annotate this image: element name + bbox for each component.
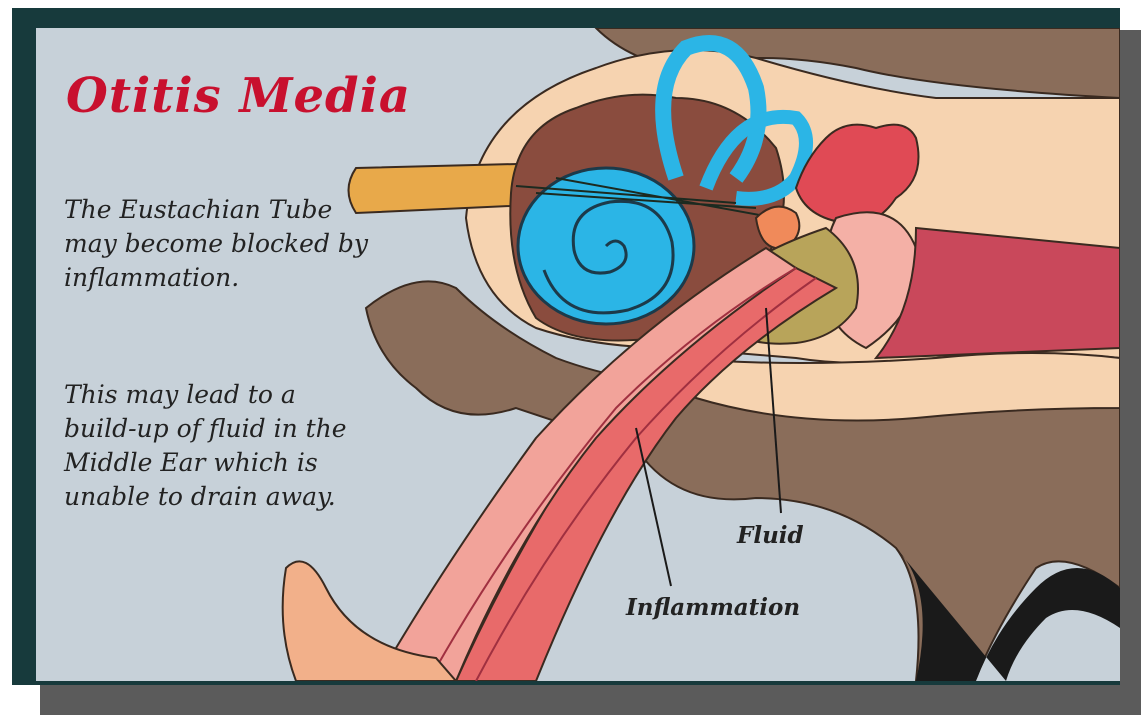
illustration-panel: Otitis Media The Eustachian Tube may bec…: [36, 28, 1120, 681]
page-title: Otitis Media: [66, 68, 411, 124]
description-paragraph-1: The Eustachian Tube may become blocked b…: [64, 193, 374, 295]
inflammation-label: Inflammation: [626, 594, 800, 621]
description-paragraph-2: This may lead to a build-up of fluid in …: [64, 378, 374, 514]
illustration-frame: Otitis Media The Eustachian Tube may bec…: [12, 8, 1120, 685]
fluid-label: Fluid: [737, 522, 804, 549]
ear-anatomy-illustration: [36, 28, 1120, 681]
